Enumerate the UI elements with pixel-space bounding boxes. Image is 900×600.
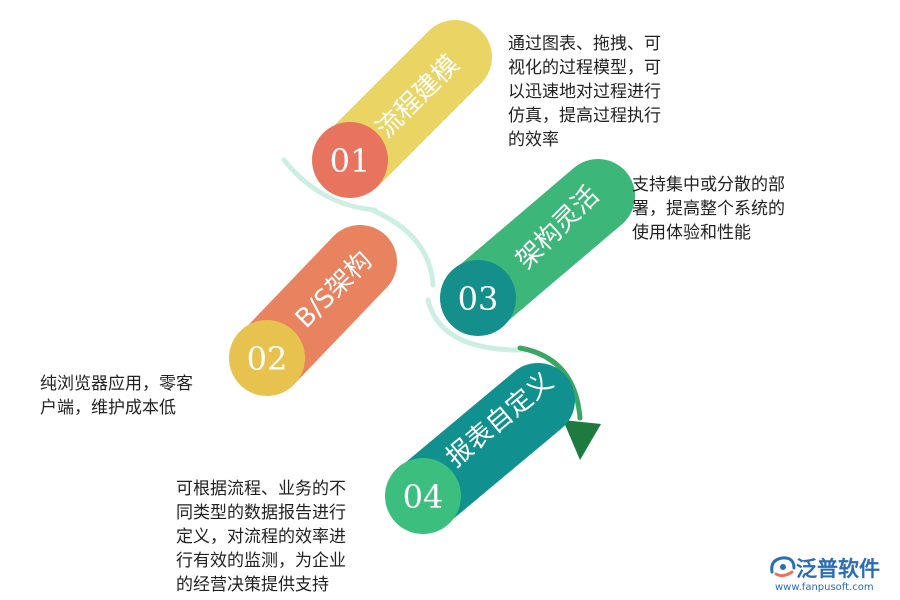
step-01-number: 01 (330, 142, 371, 180)
brand-logo-icon (770, 556, 796, 578)
step-04-circle (385, 458, 461, 534)
step-02-description: 纯浏览器应用，零客 户端，维护成本低 (40, 374, 193, 418)
step-03: 架构灵活 03 (440, 159, 635, 336)
connector-arc-4 (517, 345, 583, 421)
step-02: B/S架构 02 (229, 225, 397, 396)
step-01: 流程建模 01 (312, 20, 492, 198)
brand-url: www.fanpusoft.com (775, 582, 874, 593)
connector-arc-3 (425, 297, 523, 353)
connector-arc-1 (281, 157, 378, 213)
brand-logo: 泛普软件 www.fanpusoft.com (768, 552, 893, 596)
step-04-description: 可根据流程、业务的不 同类型的数据报告进行 定义，对流程的效率进 行有效的监测，… (176, 479, 346, 595)
step-04-number: 04 (403, 478, 444, 516)
step-03-number: 03 (458, 280, 499, 318)
step-01-circle (312, 122, 388, 198)
connector-arc-2 (369, 207, 436, 288)
step-03-circle (440, 260, 516, 336)
step-02-circle (229, 320, 305, 396)
brand-name: 泛普软件 (796, 557, 880, 581)
step-03-description: 支持集中或分散的部 署，提高整个系统的 使用体验和性能 (632, 175, 785, 243)
step-01-description: 通过图表、拖拽、可 视化的过程模型，可 以迅速地对过程进行 仿真，提高过程执行 … (508, 34, 661, 150)
step-04: 报表自定义 04 (385, 363, 575, 534)
step-02-number: 02 (247, 340, 288, 378)
arrow-head (563, 420, 601, 460)
